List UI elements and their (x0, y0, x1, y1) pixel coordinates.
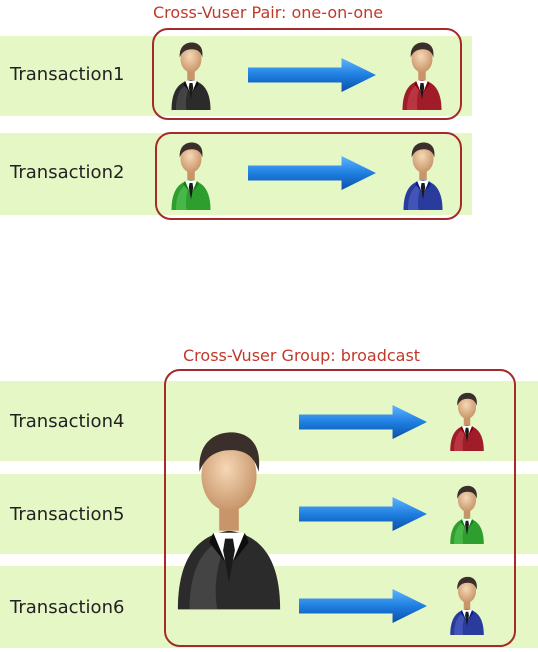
group-frame (164, 369, 516, 647)
receiver-user-icon (446, 389, 488, 451)
transaction-label: Transaction1 (10, 64, 125, 85)
transaction-label: Transaction2 (10, 162, 125, 183)
pair-frame-transaction2 (155, 132, 462, 220)
right-arrow-icon (248, 156, 376, 190)
transaction-label: Transaction6 (10, 597, 125, 618)
transaction-row: Transaction5 (0, 474, 538, 554)
right-arrow-icon (299, 497, 427, 531)
sender-user-icon (168, 138, 214, 210)
transaction-row: Transaction4 (0, 381, 538, 461)
pair-section-caption: Cross-Vuser Pair: one-on-one (153, 3, 384, 22)
sender-user-icon (168, 38, 214, 110)
transaction-label: Transaction5 (10, 504, 125, 525)
group-section-caption: Cross-Vuser Group: broadcast (183, 346, 421, 365)
right-arrow-icon (248, 58, 376, 92)
receiver-user-icon (399, 38, 445, 110)
transaction-row: Transaction1 (0, 36, 472, 116)
right-arrow-icon (299, 405, 427, 439)
transaction-row: Transaction2 (0, 133, 472, 215)
pair-frame-transaction1 (152, 28, 462, 120)
right-arrow-icon (299, 589, 427, 623)
transaction-label: Transaction4 (10, 411, 125, 432)
receiver-user-icon (446, 482, 488, 544)
receiver-user-icon (400, 138, 446, 210)
receiver-user-icon (446, 573, 488, 635)
broadcaster-user-icon (170, 420, 288, 610)
